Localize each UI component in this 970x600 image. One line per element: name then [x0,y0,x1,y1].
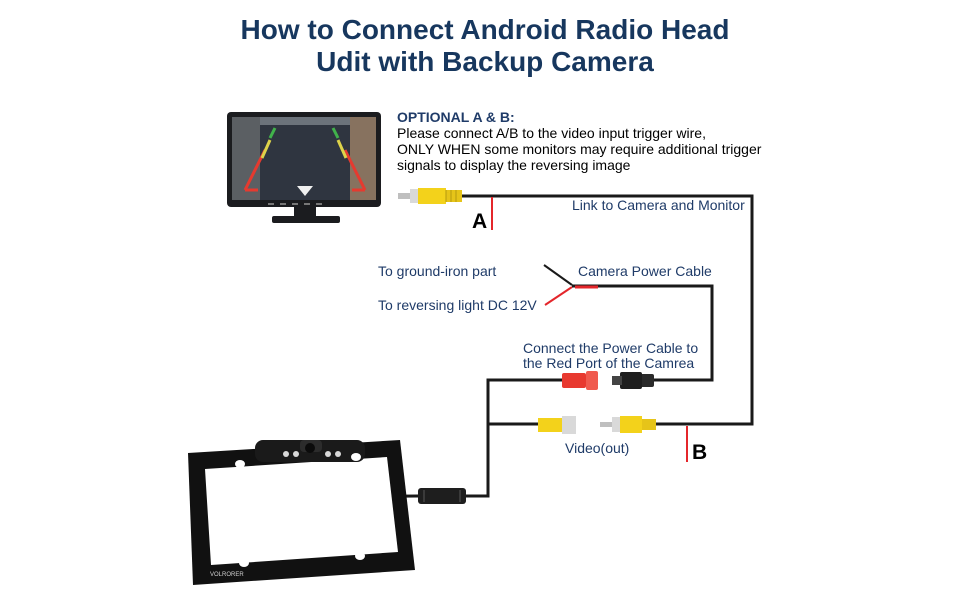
connect-note-line-2: the Red Port of the Camrea [523,355,695,371]
monitor [227,112,381,223]
optional-line-3: signals to display the reversing image [397,157,631,173]
optional-line-1: Please connect A/B to the video input tr… [397,125,706,141]
optional-heading: OPTIONAL A & B: [397,109,515,125]
reversing-light-label: To reversing light DC 12V [378,297,537,313]
ground-label: To ground-iron part [378,263,497,279]
license-plate-camera-frame: VOLRORER [188,440,415,585]
connect-note-line-1: Connect the Power Cable to [523,340,699,356]
power-cable-label: Camera Power Cable [578,263,712,279]
page-title-line-2: Udit with Backup Camera [316,46,654,77]
optional-line-2: ONLY WHEN some monitors may require addi… [397,141,762,157]
power-cable [543,264,714,389]
camera-video-port [488,416,576,434]
camera-red-power-port [486,371,598,480]
monitor-rca-cable [398,188,462,204]
video-out-rca [600,416,656,433]
link-label: Link to Camera and Monitor [572,197,745,213]
video-out-label: Video(out) [565,440,630,456]
marker-b: B [692,441,708,464]
brand-logo: VOLRORER [210,572,244,578]
marker-a: A [472,210,488,233]
page-title-line-1: How to Connect Android Radio Head [240,14,730,45]
